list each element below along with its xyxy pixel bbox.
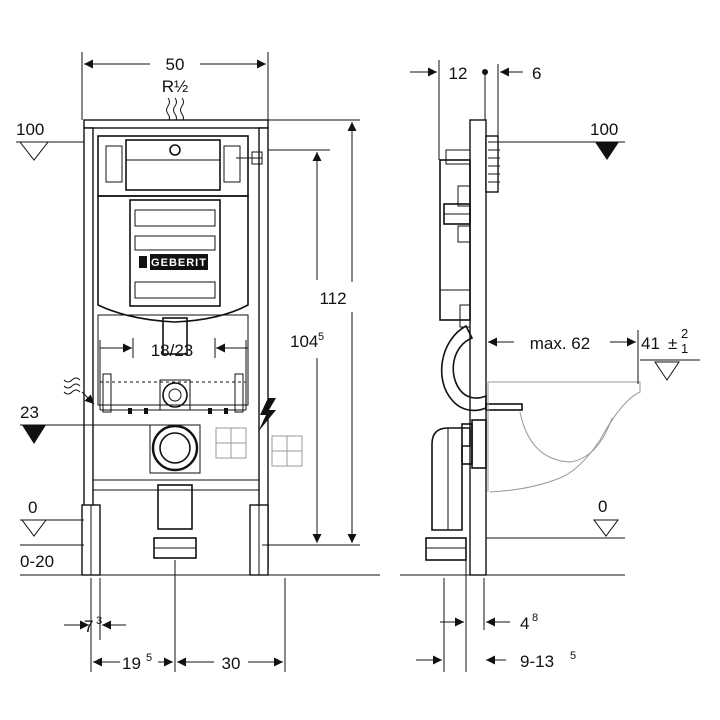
level-0-front-label: 0 <box>28 498 37 517</box>
side-view: 12 6 100 <box>400 60 700 672</box>
bottom-dimensions: 7 3 19 5 30 <box>64 560 286 673</box>
waste-connection <box>149 424 201 559</box>
max-projection-label: max. 62 <box>530 334 590 353</box>
cistern-body: GEBERIT <box>97 195 249 323</box>
level-marker-23: 23 <box>20 403 160 444</box>
lower-frame <box>97 314 249 414</box>
side-bottom-top-label: 4 <box>520 614 529 633</box>
tolerance-sign: ± <box>668 334 677 353</box>
level-marker-100: 100 <box>16 120 84 161</box>
bowl-height-label: 41 <box>641 334 660 353</box>
front-view: 50 R½ 100 <box>16 52 380 673</box>
flush-pipe <box>440 324 487 412</box>
width-label: 50 <box>166 55 185 74</box>
brand-label: GEBERIT <box>151 257 207 269</box>
water-connection: R½ <box>162 77 188 123</box>
level-23-label: 23 <box>20 403 39 422</box>
installation-frame <box>20 119 380 576</box>
height-dimensions: 112 104 5 <box>262 119 360 546</box>
flush-range-label: 18/23 <box>151 341 194 360</box>
height-inner-label: 104 <box>290 332 318 351</box>
waste-pipe-side <box>425 419 487 561</box>
tolerance-plus: 2 <box>681 326 688 341</box>
side-bottom-range-sup: 5 <box>570 650 576 662</box>
side-top-left-label: 12 <box>449 64 468 83</box>
height-total-label: 112 <box>319 289 346 308</box>
electrical-boxes <box>215 427 303 467</box>
side-top-right-label: 6 <box>532 64 541 83</box>
water-inlet-icon <box>63 377 95 405</box>
height-inner-sup: 5 <box>318 331 324 343</box>
bowl-height-dimension: 41 ± 2 1 <box>640 326 700 381</box>
side-level-0-label: 0 <box>598 497 607 516</box>
width-dimension: 50 <box>81 52 269 120</box>
top-dimensions-side: 12 6 <box>410 60 541 160</box>
level-100-label: 100 <box>16 120 44 139</box>
bottom-left-sup: 5 <box>146 652 152 664</box>
bottom-left-label: 19 <box>122 654 141 673</box>
cistern-side <box>439 149 471 328</box>
connection-label: R½ <box>162 77 188 96</box>
max-projection-dimension: max. 62 <box>488 330 639 384</box>
electrical-icon <box>258 398 276 432</box>
bottom-right-label: 30 <box>222 654 241 673</box>
side-level-100-label: 100 <box>590 120 618 139</box>
level-marker-0-front: 0 0-20 <box>20 498 84 571</box>
toilet-bowl-inner <box>519 411 613 463</box>
side-bottom-top-sup: 8 <box>532 612 538 624</box>
level-marker-0-side: 0 <box>486 497 625 539</box>
cistern-top <box>97 135 263 197</box>
side-bottom-range-label: 9-13 <box>520 652 554 671</box>
tolerance-minus: 1 <box>681 341 688 356</box>
level-marker-100-side: 100 <box>500 120 625 160</box>
foot-offset-label: 7 <box>84 617 93 636</box>
level-range-label: 0-20 <box>20 552 54 571</box>
side-frame <box>469 119 500 576</box>
bottom-dimensions-side: 4 8 9-13 5 <box>416 560 576 672</box>
toilet-bowl <box>488 381 641 493</box>
foot-offset-sup: 3 <box>96 615 102 627</box>
flush-range-dimension: 18/23 <box>100 338 248 360</box>
support-bracket <box>485 403 523 411</box>
